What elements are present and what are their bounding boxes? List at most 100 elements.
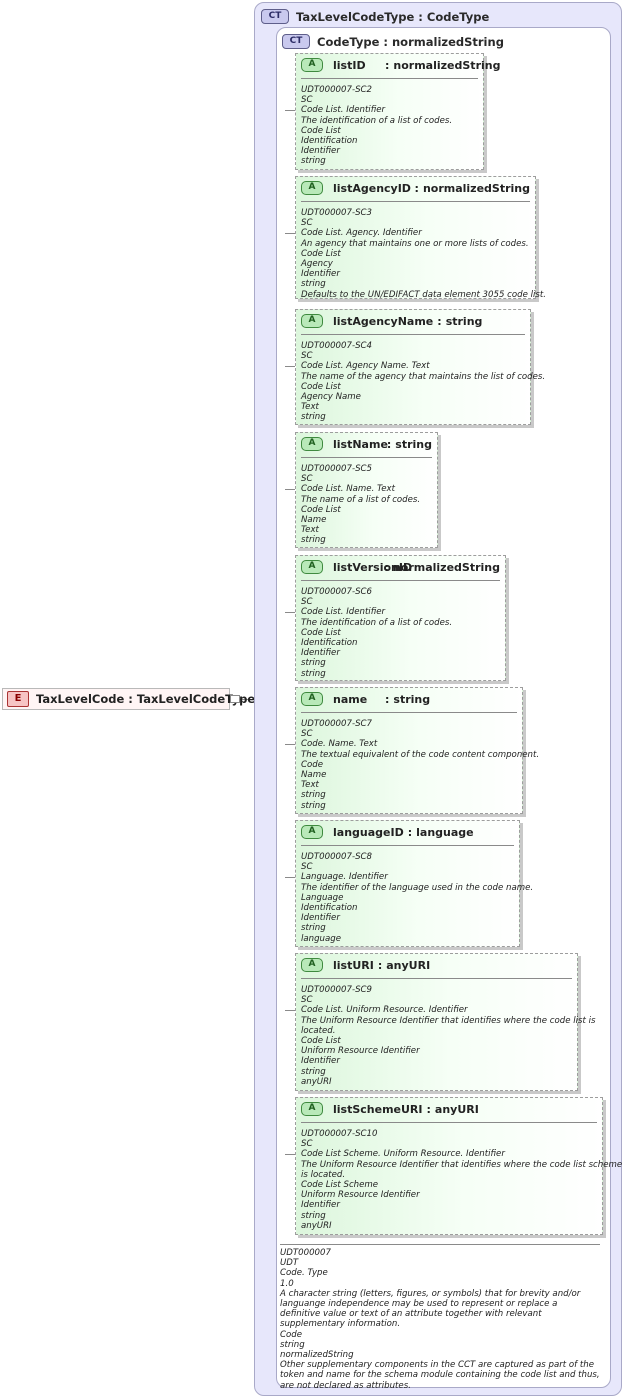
attribute-doc-line: Code List (301, 248, 341, 259)
attribute-doc-line: Name (301, 770, 327, 781)
attribute-doc-line: Code. Name. Text (301, 739, 378, 750)
attribute-type-separator: : (386, 437, 392, 451)
attribute-type: normalizedString (392, 560, 500, 574)
attribute-doc-line: Code List Scheme. Uniform Resource. Iden… (301, 1149, 505, 1160)
attribute-doc-line: Agency (301, 259, 333, 270)
attribute-doc-line: string (301, 1066, 326, 1077)
attribute-doc-line: SC (301, 862, 313, 873)
attribute-doc-line: Code List. Identifier (301, 607, 386, 618)
attribute-doc-line: SC (301, 351, 313, 362)
element-box[interactable]: E TaxLevelCode:TaxLevelCodeType (2, 688, 255, 710)
attribute-type-separator: : (414, 181, 419, 195)
attribute-separator (301, 712, 517, 713)
attribute-doc-line: SC (301, 474, 313, 485)
attribute-doc-line: string (301, 800, 326, 811)
attribute-badge: A (301, 181, 323, 195)
attribute-separator (301, 978, 572, 979)
attribute-type: anyURI (434, 1102, 479, 1116)
attribute-doc-line: Defaults to the UN/EDIFACT data element … (301, 289, 546, 300)
outer-type-header[interactable]: CT TaxLevelCodeType:CodeType (261, 9, 489, 24)
attribute-branch-line (285, 233, 295, 234)
attribute-doc-line: UDT000007-SC5 (301, 464, 372, 474)
attribute-name: listURI (333, 958, 374, 972)
attribute-doc-line: Uniform Resource Identifier (301, 1046, 420, 1057)
attribute-separator (301, 1122, 597, 1123)
attribute-type: string (445, 314, 483, 328)
attribute-doc-line: Text (301, 525, 319, 536)
attribute-doc-line: SC (301, 95, 313, 106)
attribute-branch-line (285, 1154, 295, 1155)
attribute-name: languageID (333, 825, 404, 839)
attribute-doc-line: Code List (301, 627, 341, 638)
attribute-type: normalizedString (422, 181, 530, 195)
attribute-doc-line: Code (301, 759, 324, 770)
attribute-doc-line: string (301, 668, 326, 679)
inner-type-header[interactable]: CT CodeType:normalizedString (282, 34, 504, 49)
attribute-type-separator: : (385, 58, 390, 72)
attribute-doc-line: Code List. Name. Text (301, 484, 395, 495)
attribute-badge: A (301, 825, 323, 839)
type-doc-line: UDT000007 (280, 1248, 331, 1258)
attribute-name: listID (333, 58, 366, 72)
attribute-doc-line: The identification of a list of codes. (301, 115, 453, 126)
attribute-type-separator: : (426, 1102, 431, 1116)
attribute-badge: A (301, 58, 323, 72)
inner-type-separator: : (383, 34, 388, 49)
outer-type-base: CodeType (426, 9, 490, 24)
attribute-doc-line: UDT000007-SC7 (301, 719, 372, 729)
attribute-branch-line (285, 744, 295, 745)
element-expand-handle[interactable] (230, 695, 240, 703)
attribute-doc-line: SC (301, 1139, 313, 1150)
attribute-doc-line: string (301, 156, 326, 167)
attribute-doc-line: string (301, 279, 326, 290)
attribute-branch-line (285, 612, 295, 613)
inner-type-base: normalizedString (392, 34, 504, 49)
attribute-type-separator: : (385, 692, 390, 706)
outer-type-separator: : (418, 9, 423, 24)
attribute-name: listVersionID (333, 560, 413, 574)
attribute-doc-line: Code List. Identifier (301, 105, 386, 116)
element-type: TaxLevelCodeType (136, 692, 256, 706)
attribute-separator (301, 78, 478, 79)
attribute-doc-line: The name of the agency that maintains th… (301, 371, 546, 382)
attribute-doc-line: The Uniform Resource Identifier that ide… (301, 1015, 596, 1026)
attribute-doc-line: Code List. Agency. Identifier (301, 228, 422, 239)
attribute-separator (301, 457, 432, 458)
attribute-doc-line: string (301, 412, 326, 423)
attribute-doc-line: located. (301, 1025, 336, 1036)
attribute-doc-line: The textual equivalent of the code conte… (301, 749, 540, 760)
attribute-doc-line: Identification (301, 136, 358, 147)
attribute-doc-line: An agency that maintains one or more lis… (301, 238, 529, 249)
attribute-doc-line: Identifier (301, 1056, 340, 1067)
attribute-doc-line: Identifier (301, 269, 340, 280)
type-doc-line: string (280, 1339, 305, 1350)
attribute-type: anyURI (386, 958, 431, 972)
attribute-doc-line: UDT000007-SC9 (301, 985, 372, 995)
type-doc-line: Code. Type (280, 1268, 328, 1279)
attribute-doc-line: Code List (301, 504, 341, 515)
outer-type-name: TaxLevelCodeType (296, 9, 415, 24)
attribute-name: listAgencyID (333, 181, 411, 195)
attribute-separator (301, 580, 500, 581)
attribute-doc-line: Code List. Agency Name. Text (301, 361, 430, 372)
element-badge: E (7, 691, 29, 707)
attribute-badge: A (301, 437, 323, 451)
attribute-badge: A (301, 560, 323, 574)
attribute-doc-line: Identifier (301, 648, 340, 659)
